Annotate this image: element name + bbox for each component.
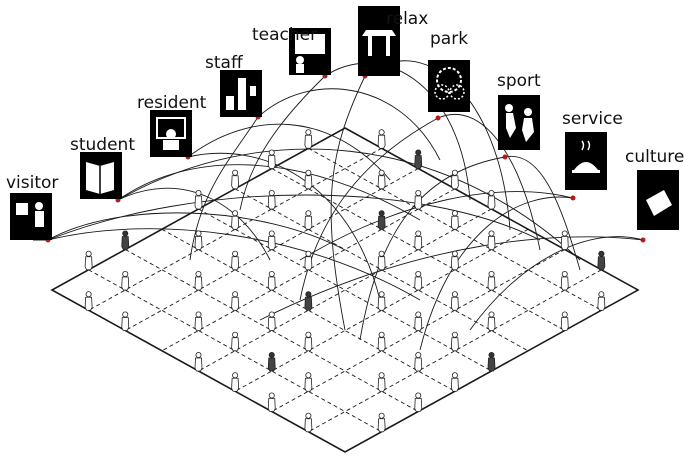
label-teacher: teacher xyxy=(252,25,331,79)
student-label: student xyxy=(70,135,135,155)
person-figure xyxy=(414,392,423,412)
person-figure xyxy=(84,291,93,311)
person-figure xyxy=(194,189,203,210)
person-figure xyxy=(231,372,240,392)
teacher-label: teacher xyxy=(252,25,317,45)
legend-labels: visitor student resident staff xyxy=(6,6,684,243)
person-figure xyxy=(231,210,240,230)
label-culture: culture xyxy=(625,147,684,243)
person-figure xyxy=(487,351,496,372)
person-figure xyxy=(377,250,386,271)
people-figures xyxy=(84,129,606,433)
person-figure xyxy=(194,230,203,250)
person-figure xyxy=(121,311,130,331)
person-figure xyxy=(560,230,569,250)
person-figure xyxy=(414,351,423,372)
person-figure xyxy=(450,291,459,311)
relax-label: relax xyxy=(386,9,428,29)
resident-label: resident xyxy=(137,93,207,113)
person-figure xyxy=(597,250,606,271)
grid-outline xyxy=(50,127,640,453)
person-figure xyxy=(414,311,423,331)
person-figure xyxy=(450,331,459,352)
park-label: park xyxy=(430,29,468,49)
person-figure xyxy=(597,291,606,311)
person-figure xyxy=(267,149,276,169)
person-figure xyxy=(267,230,276,250)
person-figure xyxy=(231,331,240,352)
label-sport: sport xyxy=(497,71,541,160)
visitor-icon xyxy=(10,193,52,240)
person-figure xyxy=(194,270,203,291)
person-figure xyxy=(304,250,313,271)
person-figure xyxy=(414,149,423,169)
person-figure xyxy=(267,392,276,412)
person-figure xyxy=(377,412,386,433)
label-staff: staff xyxy=(205,53,262,120)
person-figure xyxy=(267,270,276,291)
label-visitor: visitor xyxy=(6,173,58,243)
person-figure xyxy=(487,230,496,250)
person-figure xyxy=(414,189,423,210)
person-figure xyxy=(121,270,130,291)
person-figure xyxy=(560,270,569,291)
table-icon xyxy=(358,6,400,76)
label-park: park xyxy=(428,29,470,121)
sport-label: sport xyxy=(497,71,541,91)
person-figure xyxy=(121,230,130,250)
person-figure xyxy=(487,189,496,210)
label-resident: resident xyxy=(137,93,207,160)
food-service-icon xyxy=(565,132,607,190)
person-figure xyxy=(304,169,313,190)
person-figure xyxy=(377,372,386,392)
visitor-label: visitor xyxy=(6,173,58,193)
node-dot xyxy=(435,115,441,121)
person-figure xyxy=(450,169,459,190)
staff-label: staff xyxy=(205,53,244,73)
label-student: student xyxy=(70,135,135,203)
person-figure xyxy=(304,129,313,149)
person-figure xyxy=(414,270,423,291)
person-figure xyxy=(304,210,313,230)
athletes-icon xyxy=(498,95,540,150)
person-figure xyxy=(450,372,459,392)
person-figure xyxy=(487,270,496,291)
node-dot xyxy=(502,154,508,160)
person-figure xyxy=(414,230,423,250)
person-figure xyxy=(267,311,276,331)
grid-plane xyxy=(50,127,640,453)
person-figure xyxy=(377,169,386,190)
person-figure xyxy=(377,129,386,149)
label-relax: relax xyxy=(358,6,428,79)
person-figure xyxy=(194,351,203,372)
person-figure xyxy=(377,210,386,230)
person-figure xyxy=(267,189,276,210)
grid-lines xyxy=(88,147,602,433)
person-figure xyxy=(304,291,313,311)
node-dot xyxy=(570,195,576,201)
person-figure xyxy=(231,250,240,271)
culture-label: culture xyxy=(625,147,684,167)
person-figure xyxy=(267,351,276,372)
person-figure xyxy=(84,250,93,271)
person-figure xyxy=(194,311,203,331)
node-dot xyxy=(640,237,646,243)
person-figure xyxy=(377,291,386,311)
person-figure xyxy=(304,372,313,392)
person-figure xyxy=(450,250,459,271)
label-service: service xyxy=(562,109,623,201)
person-figure xyxy=(231,291,240,311)
person-figure xyxy=(304,331,313,352)
person-figure xyxy=(231,169,240,190)
person-figure xyxy=(487,311,496,331)
person-figure xyxy=(304,412,313,433)
person-figure xyxy=(450,210,459,230)
service-label: service xyxy=(562,109,623,129)
person-figure xyxy=(560,311,569,331)
person-figure xyxy=(377,331,386,352)
